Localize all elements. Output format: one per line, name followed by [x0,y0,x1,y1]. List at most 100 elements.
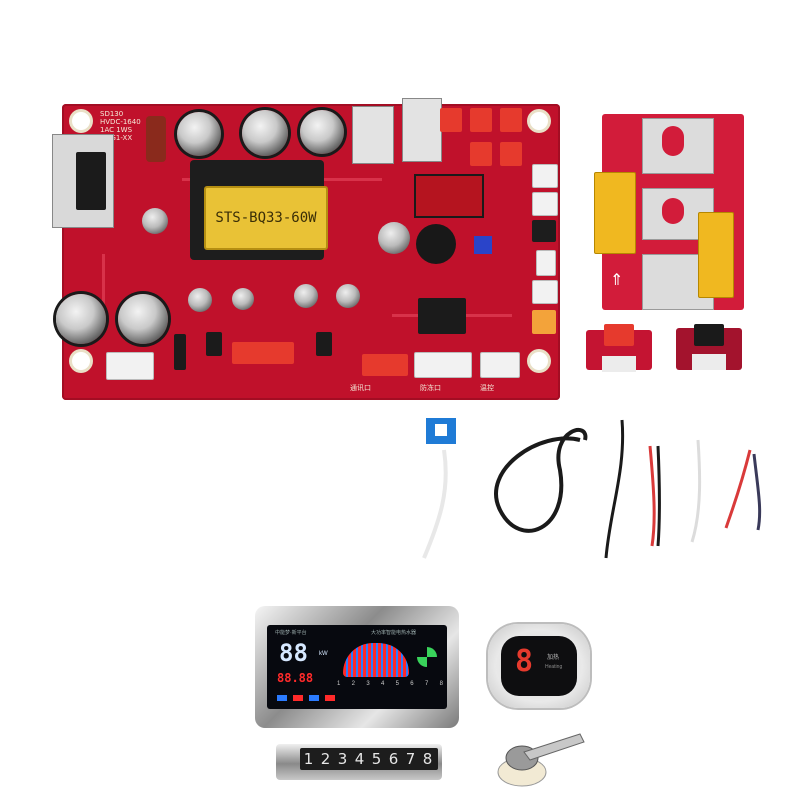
code-digit: 7 [405,750,416,768]
connector-white [532,280,558,304]
connector-red [500,142,522,166]
icon-row [277,695,437,703]
dark-wire [752,453,762,531]
black-probe-cable [494,428,588,533]
scale-number: 1 [337,681,341,687]
brand-text: 中能梦·新平台 [275,630,307,636]
scale-number: 8 [439,681,443,687]
ic-chip [316,332,332,356]
mounting-hole [530,352,548,370]
electrolytic-capacitor [300,110,344,154]
title-text: 大功率智能电热水器 [371,630,417,636]
connector-white [532,164,558,188]
heatsink [352,106,394,164]
round-digit: 8 [515,644,534,679]
connector-red [362,354,408,376]
scale-number: 4 [380,681,385,687]
knob-lever [523,733,585,761]
connector-white [480,352,520,378]
electrolytic-capacitor [177,112,221,156]
black-sensor-wire [604,419,625,559]
scale-number: 5 [395,681,399,687]
mounting-hole [72,352,90,370]
flame-meter [343,643,409,677]
round-display-screen: 8 加热 Heating [501,636,577,696]
metal-clip [692,354,726,370]
status-icon [277,695,287,701]
mounting-hole [530,112,548,130]
code-digit: 1 [303,750,314,768]
ic-chip [206,332,222,356]
ic-chip [418,298,466,334]
yellow-capacitor [698,212,734,298]
unit-label: kW [319,651,328,657]
small-capacitor [232,288,254,310]
connector-white [532,192,558,216]
electrolytic-capacitor [118,294,168,344]
scale-number: 7 [424,681,429,687]
scale-numbers: 1 2 3 4 5 6 7 8 [337,681,443,695]
heating-label-cn: 加热 [547,655,560,661]
silkscreen-model-text: SD130 HVDC-1640 1AC 1WS M0G1-XX [100,110,141,142]
connector-red [470,108,492,132]
connector-red [232,342,294,364]
connector-white [106,352,154,380]
red-wire [724,449,752,529]
transformer-label: STS-BQ33-60W [204,186,328,250]
time-digits: 88.88 [277,671,314,685]
pcb-trace [102,254,105,334]
small-capacitor [142,208,168,234]
metal-clip [602,356,636,372]
film-capacitor [146,116,166,162]
black-wire [656,445,661,547]
diode [174,334,186,370]
connector-black [532,220,556,242]
scale-number: 2 [351,681,355,687]
connector-white [414,352,472,378]
ct-hole [435,424,447,436]
silkscreen-temp-ctrl: 温控 [480,384,494,392]
power-transistor [76,152,106,210]
small-capacitor [188,288,212,312]
rotary-knob [497,733,585,787]
terminal-slot [662,126,684,156]
connector-red [604,324,634,346]
status-icon [325,695,335,701]
silkscreen-antifreeze: 防冻口 [420,384,441,392]
small-capacitor [294,284,318,308]
electrolytic-capacitor [56,294,106,344]
main-control-board: SD130 HVDC-1640 1AC 1WS M0G1-XX 通讯口 防冻口 … [52,98,560,400]
code-digit: 6 [388,750,399,768]
trim-potentiometer [474,236,492,254]
power-digits: 88 [279,639,308,667]
cables-and-sensors [422,418,762,559]
sensor-board-black [676,324,742,370]
relay [414,174,484,218]
relay-board: ⇑ [594,114,744,310]
mounting-hole [72,112,90,130]
connector-red [440,108,462,132]
connector-orange [532,310,556,334]
small-capacitor [336,284,360,308]
small-capacitor [378,222,410,254]
heatsink [402,98,442,162]
code-digit: 3 [337,750,348,768]
buzzer [416,224,456,264]
silkscreen-comm-port: 通讯口 [350,384,371,392]
connector-white [536,250,556,276]
connector-red [500,108,522,132]
scale-number: 6 [410,681,414,687]
connector-red [470,142,492,166]
code-digit: 5 [371,750,382,768]
ct-wire [422,449,448,559]
terminal-slot [662,198,684,224]
white-wire [690,439,702,543]
scale-number: 3 [366,681,370,687]
sensor-board-red [586,324,652,372]
electrolytic-capacitor [242,110,288,156]
yellow-capacitor [594,172,636,254]
fan-icon [417,647,437,667]
arrow-marking: ⇑ [610,272,624,289]
red-wire [648,445,656,547]
